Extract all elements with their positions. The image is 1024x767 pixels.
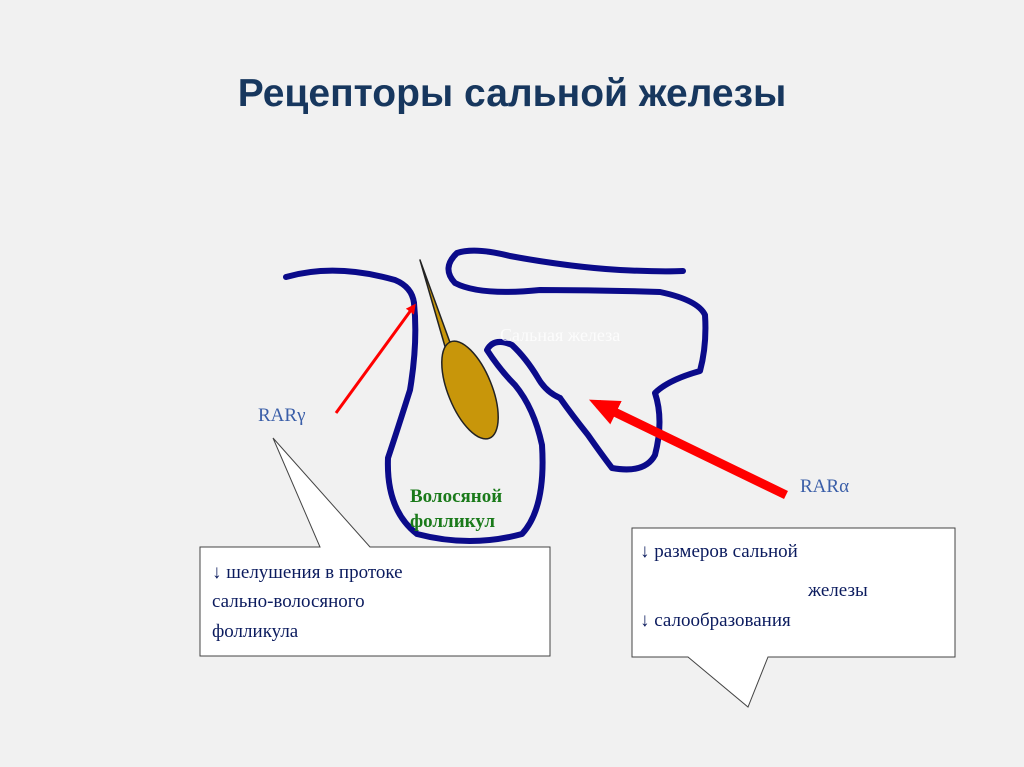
follicle-label-line1: Волосяной — [410, 486, 502, 507]
follicle-label-line2: фолликул — [410, 511, 495, 532]
hair-follicle-outline — [384, 300, 563, 544]
callout-left-line2: сально-волосяного — [212, 591, 365, 612]
callout-right-box — [631, 527, 956, 708]
rar-gamma-label: RARγ — [258, 405, 305, 426]
callout-right-line3: ↓ салообразования — [640, 610, 791, 631]
skin-surface-outline — [283, 267, 417, 306]
rar-alpha-arrow — [588, 399, 788, 500]
callout-left-line3: фолликула — [212, 621, 299, 642]
gland-label: Сальная железа — [500, 325, 620, 345]
sebaceous-gland-outline — [445, 247, 709, 473]
callout-right-line2: железы — [807, 580, 868, 601]
callout-left-box — [199, 437, 551, 657]
slide-title: Рецепторы сальной железы — [237, 72, 787, 115]
rar-gamma-arrow — [334, 303, 416, 414]
callout-right-line1: ↓ размеров сальной — [640, 541, 798, 562]
hair-bulb — [441, 340, 499, 440]
callout-left-line1: ↓ шелушения в протоке — [212, 562, 403, 583]
rar-alpha-label: RARα — [800, 476, 849, 497]
